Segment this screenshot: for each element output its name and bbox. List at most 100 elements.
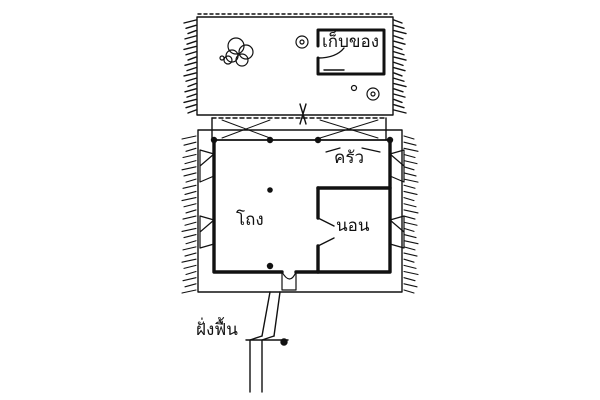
fence-stroke [183,72,197,77]
fence-stroke [185,51,197,56]
jar-icon [219,35,380,101]
fence-stroke [184,221,197,226]
fence-stroke [185,147,197,152]
fence-stroke [182,215,197,220]
fence-stroke [183,264,197,269]
fence-stroke [393,88,404,93]
fence-hatch-upper-right [393,19,407,114]
label-drying-yard: ฝั่งฟื้น [196,320,238,340]
fence-stroke [403,166,415,171]
fence-stroke [403,209,419,214]
fence-stroke [403,252,418,257]
fence-stroke [185,270,197,276]
upper-yard-fence [183,13,407,116]
fence-stroke [393,104,405,109]
fence-stroke [393,93,406,98]
fence-stroke [184,160,197,165]
fence-stroke [185,209,197,214]
fence-stroke [403,277,416,282]
fence-stroke [183,172,197,177]
fence-stroke [393,19,403,24]
fence-stroke [183,203,197,208]
fence-stroke [184,61,197,67]
fence-stroke [186,40,197,45]
fence-stroke [183,19,197,24]
fence-stroke [393,98,403,104]
fence-stroke [182,153,197,159]
fence-stroke [185,77,197,82]
fence-stroke [185,24,197,29]
fence-stroke [181,258,197,263]
fence-stroke [403,270,419,276]
fence-stroke [186,66,197,72]
fence-stroke [187,82,197,88]
fence-stroke [187,56,197,61]
front-door [281,271,297,291]
fence-stroke [187,109,197,114]
fence-stroke [184,88,197,93]
label-bedroom: นอน [336,216,370,236]
fence-stroke [403,215,416,220]
post-icon [210,136,394,270]
label-kitchen: ครัว [334,148,365,168]
fence-icon [181,135,419,294]
fence-stroke [182,246,197,251]
fence-stroke [403,221,418,226]
fence-stroke [181,135,197,140]
fence-stroke [184,35,197,40]
fence-stroke [393,29,407,35]
walkway-path [299,103,307,125]
fence-stroke [403,141,417,146]
fence-stroke [403,203,417,208]
fence-stroke [403,178,419,183]
fence-stroke [181,227,197,232]
bedroom-walls [316,186,392,274]
fence-stroke [184,252,197,257]
fence-stroke [393,61,404,67]
fence-stroke [186,93,197,98]
fence-stroke [185,178,197,183]
fence-stroke [403,135,415,140]
fence-stroke [183,45,197,51]
fence-stroke [182,184,197,189]
front-path [245,291,289,393]
fence-stroke [403,153,416,159]
fence-stroke [185,240,197,245]
fence-stroke [403,240,419,245]
fence-stroke [403,190,418,195]
window-shutters [199,147,405,249]
fence-stroke [403,283,418,288]
fence-stroke [181,166,197,171]
label-living: โถง [236,210,264,230]
fence-stroke [185,104,197,109]
tree-icon [223,37,254,67]
fence-stroke [184,283,197,288]
fence-stroke [184,190,197,195]
fence-stroke [403,227,415,232]
fence-stroke [403,160,418,165]
fence-stroke [403,246,416,251]
fence-stroke [393,109,407,114]
fence-stroke [393,72,403,77]
fence-stroke [403,258,415,263]
fence-stroke [183,234,197,239]
label-storage: เก็บของ [322,32,380,52]
fence-stroke [393,77,405,82]
fence-stroke [393,51,405,56]
fence-stroke [393,56,407,61]
fence-stroke [182,277,197,282]
fence-stroke [403,289,415,294]
fence-stroke [403,172,417,177]
fence-stroke [187,29,197,35]
fence-stroke [393,35,404,40]
house-platform [197,117,403,293]
fence-stroke [181,289,197,294]
fence-stroke [403,197,415,202]
door-swing-icon [317,47,345,59]
fence-stroke [393,24,405,29]
fence-hatch-upper-left [183,19,197,114]
fence-stroke [393,40,406,45]
fence-stroke [393,45,403,51]
